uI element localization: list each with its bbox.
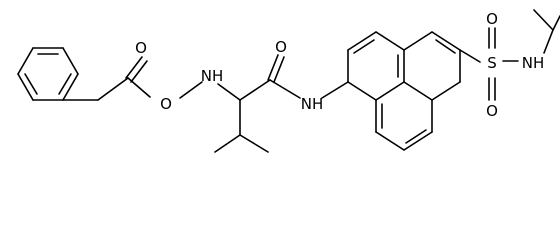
amide-aryl-bond [321,81,349,99]
sulfonamide-nh-label: NH [522,54,545,72]
amide-oxygen-label: O [275,38,287,56]
sulfur-label: S [487,54,497,72]
valine-backbone [214,54,301,153]
ester-chain [62,56,203,101]
sulfonyl-oxygen-top-label: O [486,10,498,28]
sulfonyl-oxygen-bottom-label: O [486,102,498,120]
naphthalene-ring [347,31,461,151]
hydroxylamine-nh-label: NH [201,67,224,85]
phenyl-ring [17,47,79,101]
ester-carbonyl-oxygen-label: O [135,39,147,57]
ester-link-oxygen-label: O [160,95,172,113]
sulfonamide-group [459,9,560,101]
chemical-structure-diagram: O O NH O NH S O O NH [17,9,560,153]
amide-nh-label: NH [301,95,324,113]
